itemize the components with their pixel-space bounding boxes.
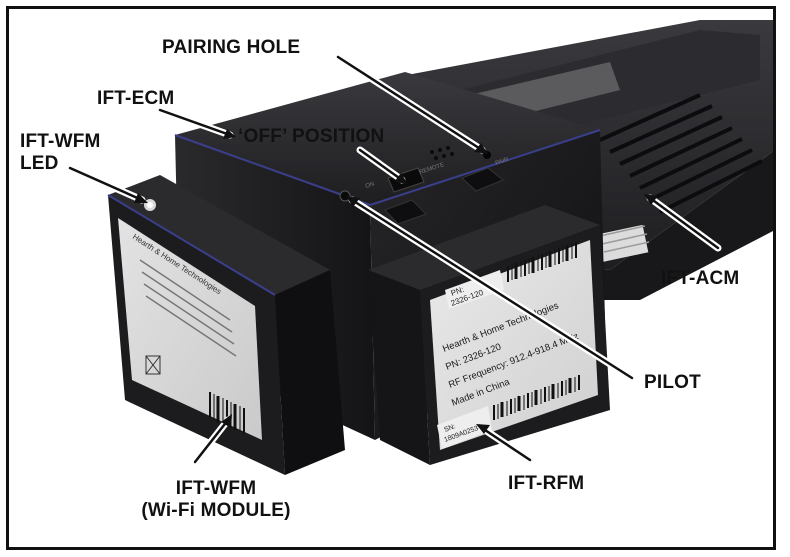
leader-pairing-hole <box>334 53 488 154</box>
wfm-barcode <box>209 392 245 434</box>
rfm-module: PN: 2326-120 <box>368 205 610 465</box>
label-ift-wfm-led: IFT-WFM LED <box>20 131 101 175</box>
svg-text:ON: ON <box>365 181 375 189</box>
rfm-bottom-barcode <box>493 375 580 420</box>
label-ift-wfm-led-line1: IFT-WFM <box>20 131 101 152</box>
svg-text:PAIR: PAIR <box>495 157 510 167</box>
leader-lines <box>66 53 722 466</box>
label-off-position: ‘OFF’ POSITION <box>238 126 385 147</box>
wfm-module: Hearth & Home Technologies <box>107 175 345 475</box>
rfm-pn-tag: PN: <box>450 285 466 298</box>
label-pilot: PILOT <box>644 372 701 393</box>
leader-pilot <box>346 196 636 382</box>
label-ift-wfm-line1: IFT-WFM <box>175 478 257 499</box>
label-pairing-hole: PAIRING HOLE <box>162 37 301 58</box>
label-ift-rfm: IFT-RFM <box>508 473 585 494</box>
leader-ift-wfm <box>191 414 232 466</box>
label-ift-ecm: IFT-ECM <box>97 88 175 109</box>
rfm-top-barcode <box>507 242 577 282</box>
leader-ift-rfm <box>476 424 534 464</box>
rfm-sn-tag: SN: <box>443 423 456 434</box>
label-ift-wfm-line2: (Wi-Fi MODULE) <box>141 500 291 521</box>
label-ift-acm: IFT-ACM <box>661 268 740 289</box>
leader-ift-acm <box>644 194 722 252</box>
leader-wfm-led <box>66 164 148 204</box>
leader-ift-ecm <box>156 106 236 139</box>
label-ift-wfm: IFT-WFM (Wi-Fi MODULE) <box>120 478 312 522</box>
weee-icon <box>145 355 161 375</box>
label-ift-wfm-led-line2: LED <box>20 153 59 174</box>
leader-off-position <box>356 146 408 184</box>
